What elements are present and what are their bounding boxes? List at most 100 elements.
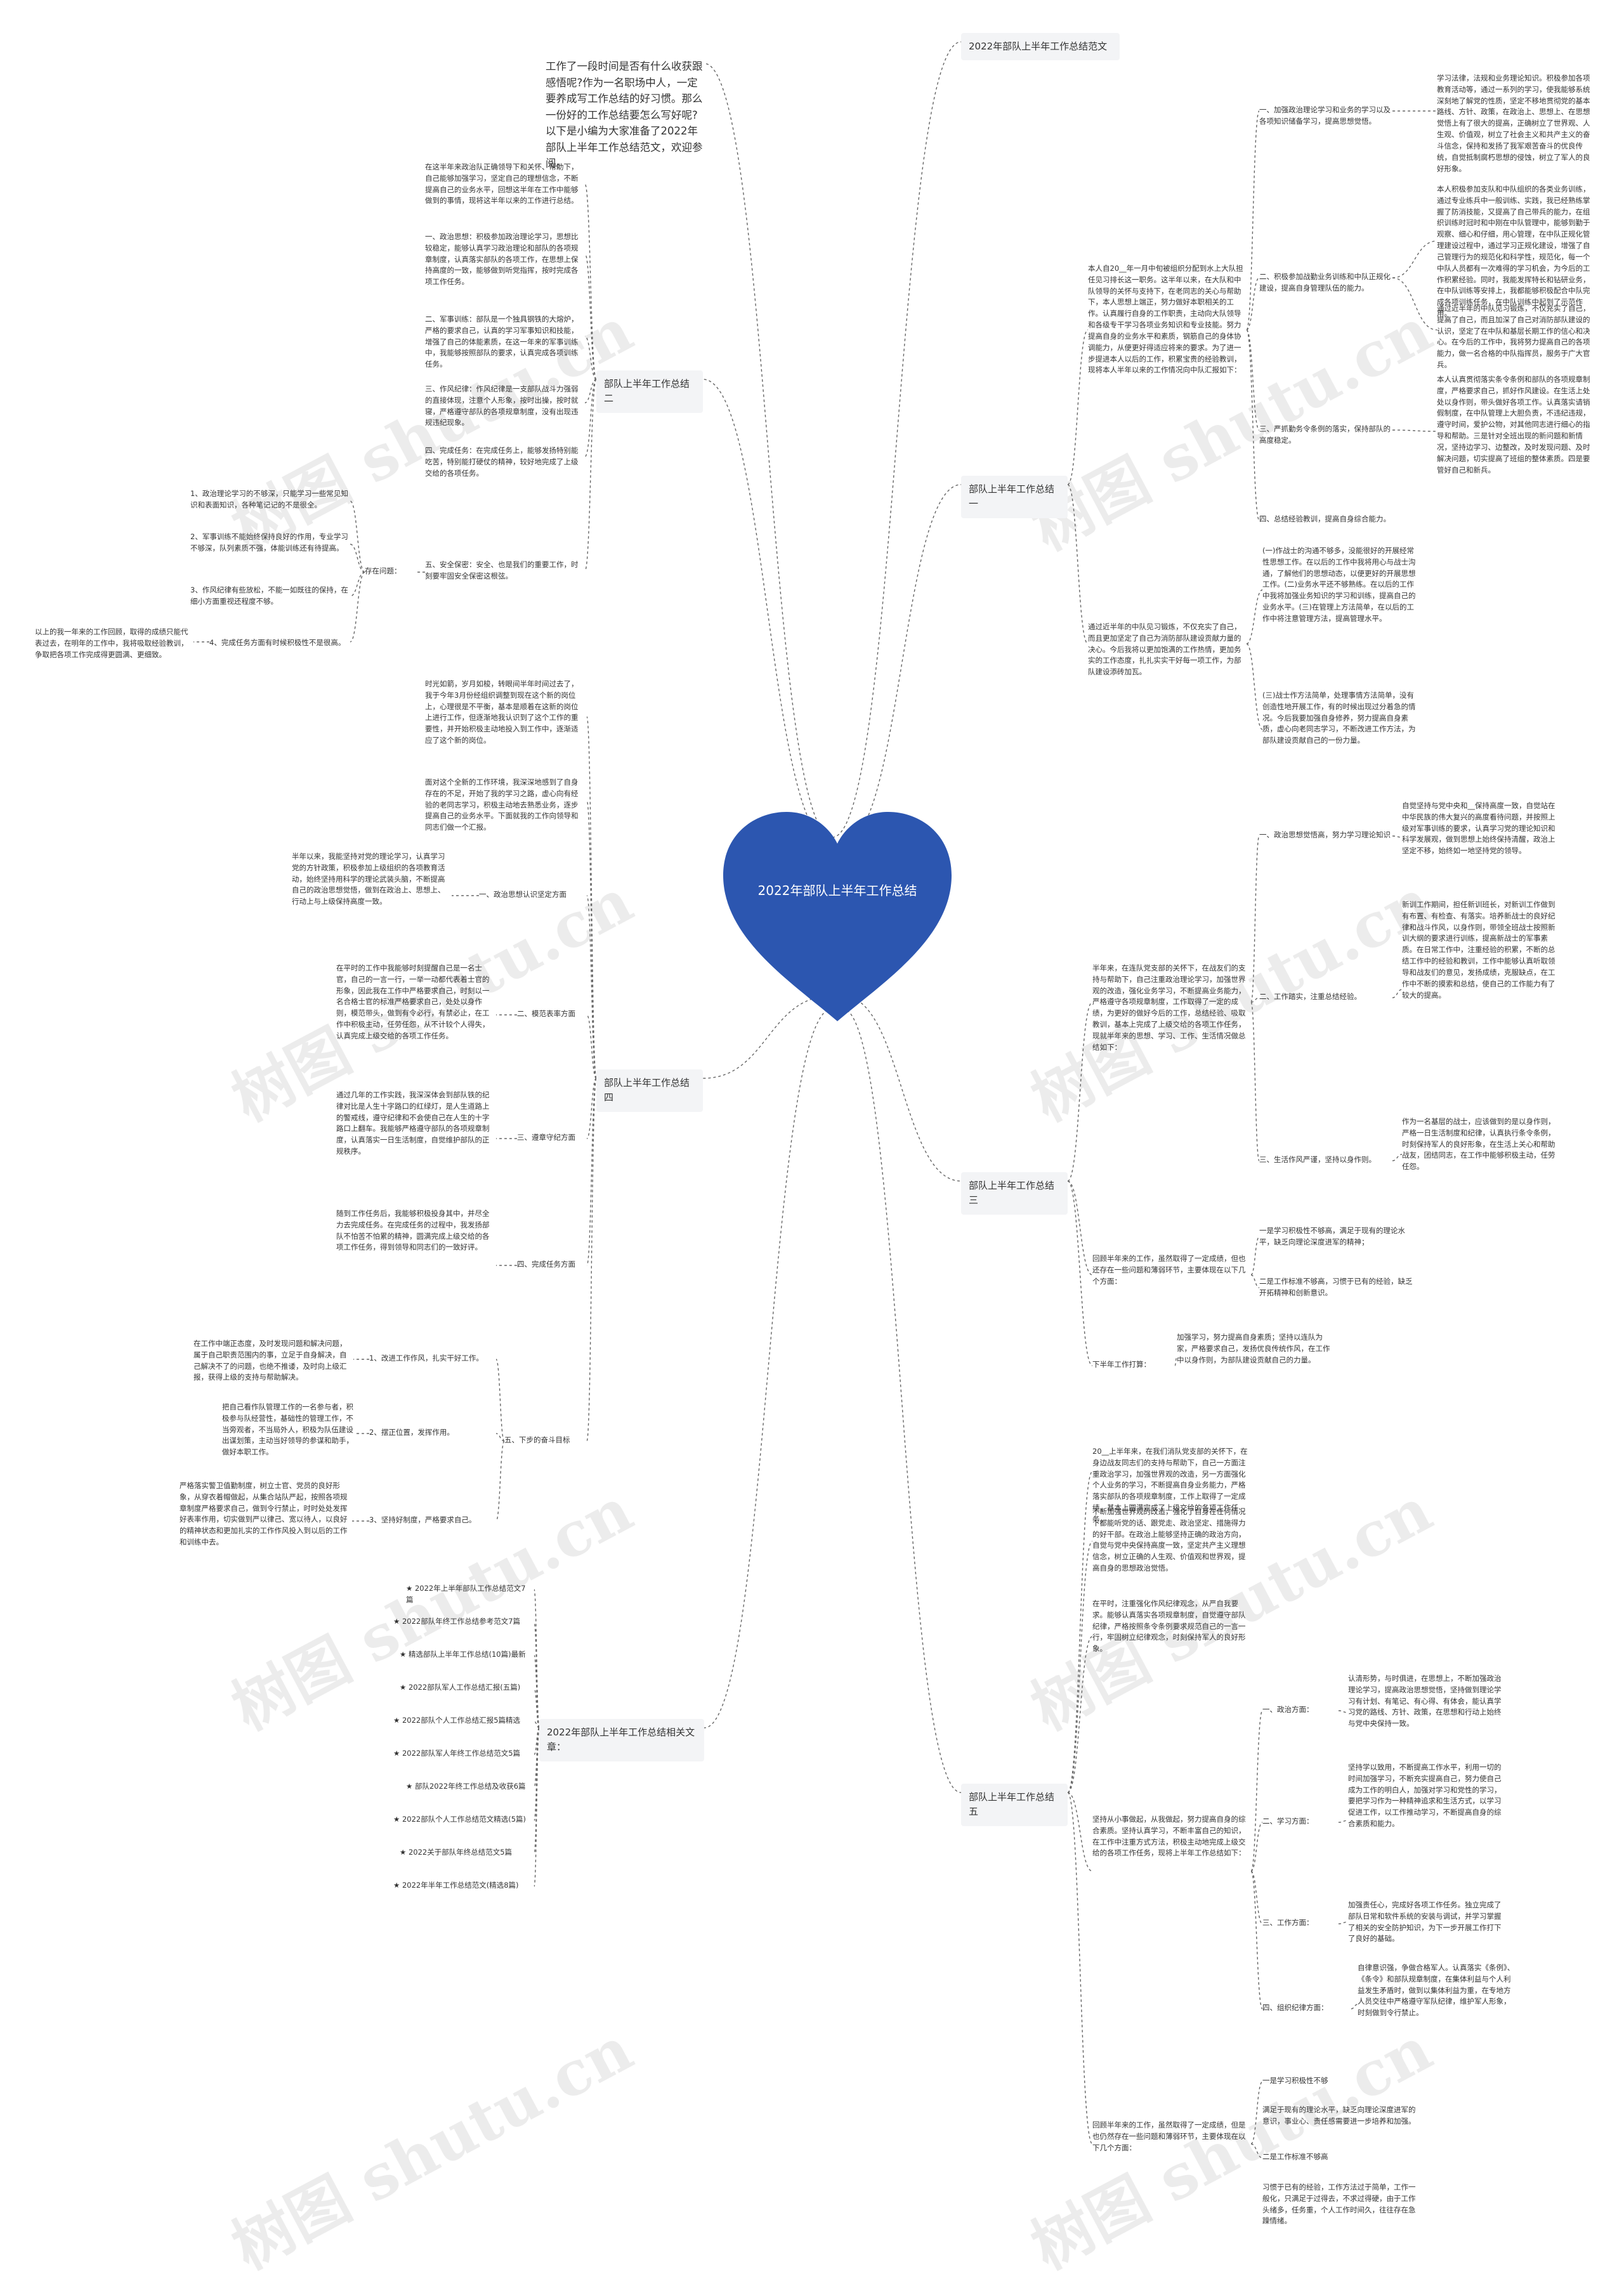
related-link[interactable]: ★ 2022部队年终工作总结参考范文7篇 xyxy=(393,1617,521,1626)
related-link[interactable]: ★ 2022关于部队年终总结范文5篇 xyxy=(400,1848,513,1857)
s5-detail: 坚持学以致用，不断提高工作水平，利用一切的时间加强学习，不断充实提高自己，努力使… xyxy=(1348,1763,1502,1829)
s5-item[interactable]: 一、政治方面： xyxy=(1262,1705,1314,1714)
s3-plan: 加强学习，努力提高自身素质；坚持以连队为家，严格要求自己，发扬优良传统作风，在工… xyxy=(1177,1333,1330,1364)
branch-two[interactable]: 部队上半年工作总结二 xyxy=(596,370,703,413)
connector-line xyxy=(534,1727,540,1755)
connector-line xyxy=(842,1008,962,1793)
connector-line xyxy=(584,379,597,403)
s5-problem-label[interactable]: 二是工作标准不够高 xyxy=(1262,2152,1328,2161)
s5-p3: 坚持从小事做起，从我做起，努力提高自身的综合素质。坚持认真学习，不断丰富自己的知… xyxy=(1092,1815,1246,1858)
connector-line xyxy=(832,41,962,838)
s4-task: 随到工作任务后，我能够积极投身其中，并尽全力去完成任务。在完成任务的过程中，我发… xyxy=(336,1209,490,1252)
s4-goal[interactable]: 2、摆正位置，发挥作用。 xyxy=(369,1428,454,1437)
s4-rules: 通过几年的工作实践，我深深体会到部队铁的纪律对比是人生十字路口的红绿灯，是人生道… xyxy=(336,1090,490,1156)
connector-line xyxy=(1392,1154,1403,1161)
connector-line xyxy=(1067,1180,1093,1366)
connector-line xyxy=(1351,2004,1358,2009)
s1-detail: 学习法律，法规和业务理论知识。积极参加各项教育活动等，通过一系列的学习，使我能够… xyxy=(1437,74,1590,173)
related-link[interactable]: ★ 2022部队军人年终工作总结范文5篇 xyxy=(393,1749,521,1758)
branch-four[interactable]: 部队上半年工作总结四 xyxy=(596,1069,703,1112)
branch-fanwen[interactable]: 2022年部队上半年工作总结范文 xyxy=(961,33,1120,61)
s5-problem-detail: 满足于现有的理论水平，缺乏向理论深度进军的意识，事业心、责任感需要进一步培养和加… xyxy=(1262,2105,1416,2126)
connector-line xyxy=(586,716,597,1079)
s5-item[interactable]: 四、组织纪律方面： xyxy=(1262,2003,1328,2012)
related-link[interactable]: ★ 2022年半年工作总结范文(精选8篇) xyxy=(393,1881,519,1890)
s1-item[interactable]: 四、总结经验教训，提高自身综合能力。 xyxy=(1259,514,1391,523)
related-link[interactable]: ★ 2022部队个人工作总结范文精选(5篇) xyxy=(393,1815,527,1824)
connector-line xyxy=(1067,1002,1093,1182)
connector-line xyxy=(1250,2081,1263,2145)
s4-politics: 半年以来，我能坚持对党的理论学习，认真学习党的方针政策，积极参加上级组织的各项教… xyxy=(292,852,445,906)
connector-line xyxy=(704,1008,833,1728)
branch-five[interactable]: 部队上半年工作总结五 xyxy=(961,1784,1068,1826)
connector-line xyxy=(1392,277,1437,330)
connector-line xyxy=(584,379,597,572)
s2-task: 四、完成任务：在完成任务上，能够发扬特别能吃苦，特别能打硬仗的精神，较好地完成了… xyxy=(425,446,579,478)
connector-line xyxy=(1250,1274,1260,1288)
connector-line xyxy=(1067,1541,1093,1793)
connector-line xyxy=(1246,329,1260,431)
s3-plan-label[interactable]: 下半年工作打算： xyxy=(1092,1360,1151,1369)
connector-line xyxy=(1338,1710,1349,1713)
s3-item[interactable]: 二、工作踏实，注重总结经验。 xyxy=(1259,992,1361,1001)
s1-detail: 通过近半年的中队见习锻炼，不仅充实了自己，提高了自己，而且加深了自己对消防部队建… xyxy=(1437,304,1590,370)
s1-item[interactable]: 一、加强政治理论学习和业务的学习以及各项知识储备学习，提高思想觉悟。 xyxy=(1259,105,1391,126)
s5-item[interactable]: 二、学习方面： xyxy=(1262,1817,1314,1826)
connector-line xyxy=(584,253,597,380)
s4-label-task[interactable]: 四、完成任务方面 xyxy=(517,1260,575,1269)
connector-line xyxy=(586,1078,597,1442)
s5-problem-label[interactable]: 一是学习积极性不够 xyxy=(1262,2076,1328,2085)
s4-goal[interactable]: 1、改进工作作风，扎实干好工作。 xyxy=(369,1354,483,1362)
s1-detail: 本人积极参加支队和中队组织的各类业务训练，通过专业练兵中一般训练、实践，我已经熟… xyxy=(1437,185,1590,318)
s3-item[interactable]: 三、生活作风严谨，坚持以身作则。 xyxy=(1259,1155,1376,1164)
s2-discipline: 三、作风纪律：作风纪律是一支部队战斗力强弱的直接体现，注意个人形象，按时出操，按… xyxy=(425,384,579,428)
s3-problem: 一是学习积极性不够高，满足于现有的理论水平，缺乏向理论深度进军的精神； xyxy=(1259,1226,1405,1246)
s4-label-goals[interactable]: 五、下步的奋斗目标 xyxy=(504,1435,570,1444)
intro-text: 工作了一段时间是否有什么收获跟感悟呢?作为一名职场中人，一定要养成写工作总结的好… xyxy=(546,60,703,170)
connector-line xyxy=(534,1727,540,1887)
connector-line xyxy=(495,1359,505,1442)
center-heart-icon[interactable] xyxy=(717,806,958,1028)
related-link[interactable]: ★ 精选部队上半年工作总结(10篇)最新 xyxy=(400,1650,526,1659)
s1-item[interactable]: 二、积极参加战勤业务训练和中队正规化建设，提高自身管理队伍的能力。 xyxy=(1259,272,1391,292)
connector-line xyxy=(704,63,833,838)
connector-line xyxy=(1246,643,1263,730)
connector-line xyxy=(1246,277,1260,330)
s2-issues-label[interactable]: 存在问题： xyxy=(365,566,402,575)
s4-label-rules[interactable]: 三、遵章守纪方面 xyxy=(517,1133,575,1142)
branch-one[interactable]: 部队上半年工作总结一 xyxy=(961,476,1068,518)
s2-issue: 2、军事训练不能始终保持良好的作用，专业学习不够深，队列素质不强，体能训练还有待… xyxy=(190,532,348,552)
s3-item[interactable]: 一、政治思想觉悟高，努力学习理论知识 xyxy=(1259,830,1391,839)
related-link[interactable]: ★ 2022部队个人工作总结汇报5篇精选 xyxy=(393,1716,521,1725)
s4-label-politics[interactable]: 一、政治思想认识坚定方面 xyxy=(479,890,566,899)
connector-line xyxy=(534,1688,540,1728)
branch-three[interactable]: 部队上半年工作总结三 xyxy=(961,1172,1068,1215)
connector-line xyxy=(584,336,597,380)
s1-item[interactable]: 三、严抓勤务令条例的落实，保持部队的高度稳定。 xyxy=(1259,424,1391,445)
connector-line xyxy=(1250,1236,1260,1276)
related-link[interactable]: ★ 2022部队军人工作总结汇报(五篇) xyxy=(400,1683,521,1692)
related-link[interactable]: ★ 2022年上半年部队工作总结范文7篇 xyxy=(406,1584,526,1604)
connector-line xyxy=(1174,1357,1177,1366)
s4-label-model[interactable]: 二、模范表率方面 xyxy=(517,1009,575,1018)
s1-detail: (一)作战士的沟通不够多，没能很好的开展经常性思想工作。在以后的工作中我将用心与… xyxy=(1262,546,1416,623)
connector-line xyxy=(350,572,365,643)
s5-detail: 认清形势，与时俱进，在思想上，不断加强政治理论学习，提高政治思想觉悟，坚持做到理… xyxy=(1348,1674,1502,1728)
s4-goal[interactable]: 3、坚持好制度，严格要求自己。 xyxy=(369,1515,476,1524)
connector-line xyxy=(1246,329,1260,521)
branch-related[interactable]: 2022年部队上半年工作总结相关文章： xyxy=(539,1719,704,1761)
s5-item[interactable]: 三、工作方面： xyxy=(1262,1918,1314,1927)
center-title: 2022年部队上半年工作总结 xyxy=(757,883,917,898)
s4-goal-detail: 在工作中端正态度，及时发现问题和解决问题，属于自己职责范围内的事，立足于自身解决… xyxy=(193,1339,347,1382)
related-link[interactable]: ★ 部队2022年终工作总结及收获6篇 xyxy=(406,1782,526,1791)
connector-line xyxy=(842,484,962,844)
connector-line xyxy=(1392,835,1403,838)
s4-goal-detail: 严格落实警卫值勤制度，树立士官、党员的良好形象，从穿衣着帽做起，从集合站队严起，… xyxy=(180,1481,348,1547)
connector-line xyxy=(1067,329,1089,485)
s3-detail: 作为一名基层的战士，应该做到的是以身作则，严格一日生活制度和纪律，认真执行条令条… xyxy=(1402,1117,1555,1172)
s5-detail: 加强责任心，完成好各项工作任务。独立完成了部队日常和软件系统的安装与调试，并学习… xyxy=(1348,1900,1502,1943)
connector-line xyxy=(1246,110,1260,330)
s5-detail: 自律意识强，争做合格军人。认真落实《条例》、《条令》和部队规章制度，在集体利益与… xyxy=(1358,1963,1515,2018)
connector-line xyxy=(842,995,962,1182)
connector-line xyxy=(1338,1921,1349,1924)
